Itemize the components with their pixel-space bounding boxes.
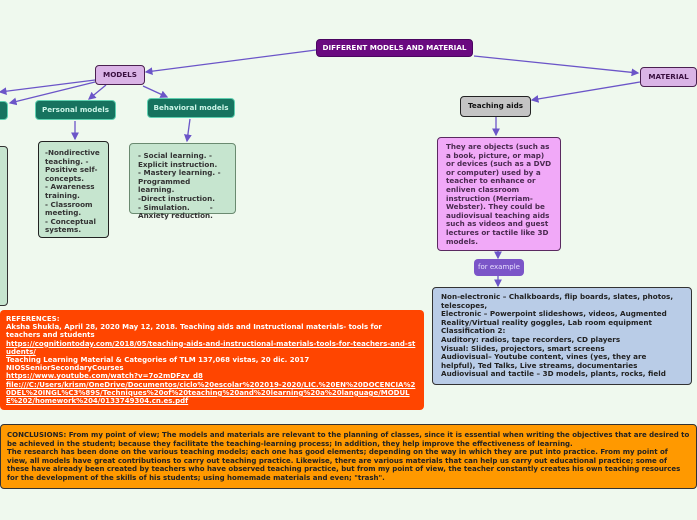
behavioral-models-box[interactable]: - Social learning. - Explicit instructio… — [129, 143, 236, 220]
personal-models-node[interactable]: Personal models — [35, 100, 116, 120]
conclusions-box[interactable]: CONCLUSIONS: From my point of view; The … — [0, 424, 697, 489]
references-title: REFERENCES: — [6, 315, 60, 323]
for-example-label: for example — [474, 259, 524, 276]
teaching-aids-node[interactable]: Teaching aids — [460, 96, 531, 117]
examples-box[interactable]: Non-electronic – Chalkboards, flip board… — [432, 287, 692, 385]
root-node[interactable]: DIFFERENT MODELS AND MATERIAL — [316, 39, 473, 57]
left-partial-box — [0, 146, 8, 306]
reference-link[interactable]: https://www.youtube.com/watch?v=7o2mDFzv… — [6, 372, 203, 381]
personal-models-box[interactable]: -Nondirective teaching. - Positive self-… — [38, 141, 109, 238]
teaching-aids-box[interactable]: They are objects (such as a book, pictur… — [437, 137, 561, 251]
reference-link[interactable]: file:///C:/Users/krism/OneDrive/Document… — [6, 380, 416, 406]
behavioral-models-node[interactable]: Behavioral models — [147, 98, 235, 118]
left-partial-node[interactable] — [0, 101, 8, 120]
material-node[interactable]: MATERIAL — [640, 67, 697, 87]
models-node[interactable]: MODELS — [95, 65, 145, 85]
reference-text: Aksha Shukla, April 28, 2020 May 12, 201… — [6, 323, 382, 340]
reference-link[interactable]: https://cognitiontoday.com/2018/05/teach… — [6, 339, 416, 356]
references-box[interactable]: REFERENCES: Aksha Shukla, April 28, 2020… — [0, 310, 424, 411]
reference-text: Teaching Learning Material & Categories … — [6, 356, 310, 373]
